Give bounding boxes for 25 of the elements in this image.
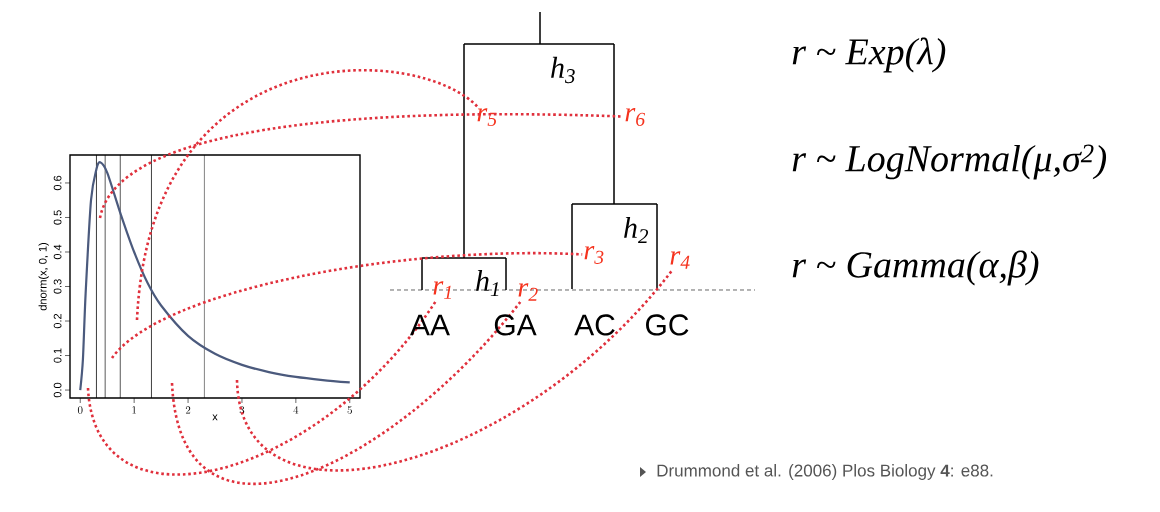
y-tick-label: 0.4	[53, 244, 62, 260]
y-tick-label: 0.6	[53, 175, 62, 191]
y-tick-label: 0.5	[53, 210, 62, 225]
y-axis-title: dnorm(x, 0, 1)	[38, 242, 49, 311]
tip-label: GC	[646, 314, 689, 336]
y-tick-label: 0.3	[53, 279, 62, 294]
height-label: h$_{3}$	[551, 56, 575, 84]
height-label: h$_{2}$	[624, 216, 649, 244]
y-tick-label: 0.2	[53, 313, 62, 329]
formula: r ~ Gamma(α,β)	[792, 250, 1039, 286]
height-label: h$_{1}$	[476, 269, 499, 297]
formula: r ~ LogNormal(μ,σ$^{2}$)	[792, 144, 1107, 180]
y-tick-label: 0.0	[53, 382, 62, 398]
x-axis-title: x	[212, 414, 218, 421]
x-tick-label: 2	[185, 406, 191, 414]
tip-label: AA	[410, 314, 450, 336]
x-tick-label: 5	[347, 406, 352, 414]
y-tick-label: 0.1	[53, 348, 62, 363]
tip-label: AC	[574, 314, 615, 336]
citation: Drummond et al. (2006) Plos Biology 4: e88.	[657, 464, 993, 480]
x-tick-label: 0	[77, 406, 83, 414]
x-tick-label: 4	[293, 406, 299, 414]
tip-label: GA	[494, 314, 537, 336]
formula: r ~ Exp(λ)	[792, 37, 946, 73]
x-tick-label: 1	[132, 406, 136, 414]
